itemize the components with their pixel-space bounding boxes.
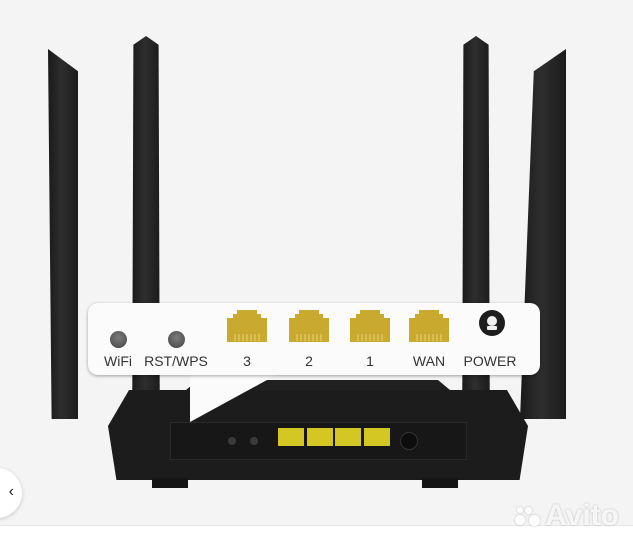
ethernet-port-icon <box>289 310 329 342</box>
callout-pointer <box>190 374 278 422</box>
router-foot-right <box>422 478 458 488</box>
mini-port-2 <box>307 428 333 446</box>
mini-port-1 <box>335 428 361 446</box>
router-foot-left <box>152 478 188 488</box>
mini-port-3 <box>278 428 304 446</box>
chevron-left-icon: ‹ <box>8 483 14 500</box>
label-rst-wps: RST/WPS <box>144 353 208 369</box>
ethernet-port-icon <box>350 310 390 342</box>
label-port-3: 3 <box>243 353 251 369</box>
ethernet-port-icon <box>409 310 449 342</box>
mini-rst-button <box>250 437 258 445</box>
avito-watermark: Avito <box>515 499 619 533</box>
antenna-left-outer <box>48 49 78 419</box>
callout-panel: WiFi RST/WPS 3 2 1 WAN POWER <box>88 303 540 375</box>
label-port-wan: WAN <box>412 353 446 369</box>
round-button-icon <box>168 331 185 348</box>
mini-power-jack <box>400 432 418 450</box>
label-power: POWER <box>463 353 517 369</box>
label-port-1: 1 <box>366 353 374 369</box>
bottom-strip <box>0 525 633 541</box>
label-wifi: WiFi <box>104 353 132 369</box>
avito-logo-icon <box>515 505 541 527</box>
gallery-prev-button[interactable]: ‹ <box>0 468 22 518</box>
mini-wifi-button <box>228 437 236 445</box>
watermark-text: Avito <box>545 499 619 532</box>
mini-port-wan <box>364 428 390 446</box>
round-button-icon <box>110 331 127 348</box>
label-port-2: 2 <box>305 353 313 369</box>
power-jack-icon <box>479 310 505 336</box>
ethernet-port-icon <box>227 310 267 342</box>
